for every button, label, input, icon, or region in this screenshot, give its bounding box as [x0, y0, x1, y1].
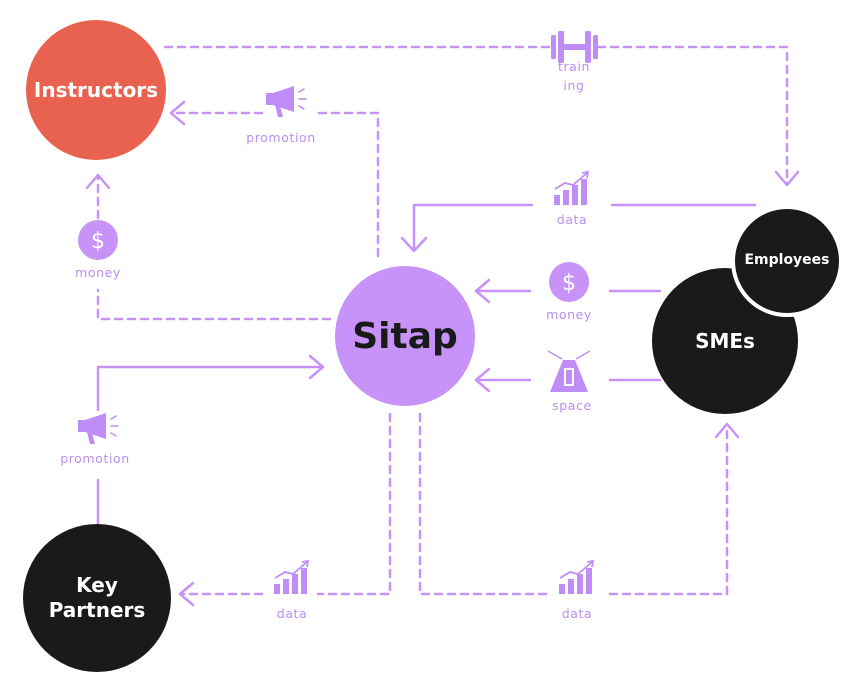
chart-icon	[274, 559, 310, 594]
flow-promotion-left-label: promotion	[60, 451, 130, 466]
flow-promotion-top-line	[170, 111, 380, 258]
node-smes-label: SMEs	[695, 328, 755, 353]
arrowhead	[714, 422, 740, 439]
flow-money-right-label: money	[546, 307, 592, 322]
dollar-icon: $	[549, 262, 589, 302]
arrowhead	[774, 170, 800, 187]
arrowhead	[85, 173, 111, 190]
flow-training-line	[163, 45, 789, 186]
node-instructors: Instructors	[26, 20, 166, 160]
arrowhead	[474, 278, 491, 304]
node-sitap: Sitap	[335, 266, 475, 406]
flow-promotion-left-line	[96, 365, 324, 527]
flow-space-label: space	[552, 398, 592, 413]
node-employees-label: Employees	[744, 252, 830, 269]
flow-data-top-label: data	[556, 212, 588, 227]
chart-icon	[559, 559, 595, 594]
flow-data-top-line	[412, 203, 757, 252]
svg-text:$: $	[91, 229, 105, 254]
node-key-partners-label: Key Partners	[48, 573, 146, 622]
flow-training-label-line1: train	[557, 59, 591, 74]
flow-data-partners-label: data	[276, 606, 308, 621]
chart-icon	[554, 170, 590, 205]
flow-money-left-line	[96, 176, 332, 321]
flow-data-partners-line	[178, 412, 392, 596]
dumbbell-icon	[551, 31, 598, 63]
flow-promotion-top-label: promotion	[246, 130, 316, 145]
svg-text:$: $	[562, 271, 576, 296]
dollar-icon: $	[78, 220, 118, 260]
flow-training-label-line2: ing	[563, 78, 585, 93]
node-employees: Employees	[731, 205, 843, 317]
arrowhead	[308, 354, 325, 380]
arrowhead	[178, 581, 195, 607]
arrowhead	[474, 367, 491, 393]
node-sitap-label: Sitap	[352, 315, 458, 357]
flow-training-label: train ing	[558, 57, 590, 95]
flow-data-smes-label: data	[561, 606, 593, 621]
arrowhead	[169, 100, 186, 126]
spotlight-icon	[547, 350, 591, 392]
megaphone-icon	[78, 413, 119, 444]
flow-money-left-label: money	[75, 265, 121, 280]
node-key-partners: Key Partners	[23, 524, 171, 672]
megaphone-icon	[266, 86, 307, 117]
flow-data-smes-line	[418, 412, 729, 596]
arrowhead	[400, 236, 428, 253]
node-instructors-label: Instructors	[33, 77, 159, 102]
